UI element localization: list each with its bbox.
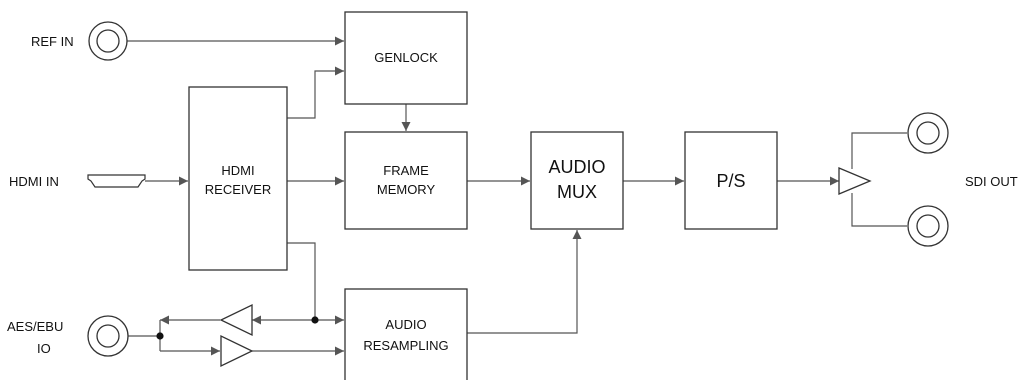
frame-memory-block: FRAME MEMORY: [344, 131, 468, 230]
audio-resampling-label-line2: RESAMPLING: [363, 338, 448, 353]
sdi-out-connector-1-icon: [907, 112, 949, 154]
aes-ebu-label-line2: IO: [37, 341, 51, 356]
connector-lines: [127, 36, 907, 356]
receiver-to-resampling-line: [287, 242, 344, 325]
ps-label: P/S: [716, 171, 745, 191]
junction-dot-aes: [156, 332, 164, 340]
hdmi-receiver-label-line2: RECEIVER: [205, 182, 271, 197]
hdmi-receiver-block: HDMI RECEIVER: [188, 86, 288, 271]
genlock-label: GENLOCK: [374, 50, 438, 65]
resampling-to-mux-line: [467, 230, 582, 334]
genlock-block: GENLOCK: [344, 11, 468, 105]
aes-ebu-label-line1: AES/EBU: [7, 319, 63, 334]
aes-input-buffer-triangle-icon: [220, 334, 254, 368]
ref-in-connector-icon: [88, 21, 128, 61]
audio-mux-label-line1: AUDIO: [548, 157, 605, 177]
audio-mux-label-line2: MUX: [557, 182, 597, 202]
ps-block: P/S: [684, 131, 778, 230]
ref-in-label: REF IN: [31, 34, 74, 49]
junction-dot-audio: [311, 316, 319, 324]
driver-to-sdi-bottom-line: [851, 193, 907, 227]
hdmi-connector-icon: [87, 174, 146, 188]
aes-ebu-connector-icon: [87, 315, 129, 357]
receiver-to-genlock-line: [287, 66, 344, 119]
driver-to-sdi-top-line: [851, 132, 907, 169]
aes-output-buffer-triangle-icon: [219, 303, 253, 337]
sdi-out-label: SDI OUT: [965, 174, 1018, 189]
hdmi-in-label: HDMI IN: [9, 174, 59, 189]
frame-memory-label-line1: FRAME: [383, 163, 429, 178]
hdmi-receiver-label-line1: HDMI: [221, 163, 254, 178]
audio-resampling-label-line1: AUDIO: [385, 317, 426, 332]
audio-resampling-block: AUDIO RESAMPLING: [344, 288, 468, 380]
sdi-driver-triangle-icon: [838, 167, 872, 195]
sdi-out-connector-2-icon: [907, 205, 949, 247]
audio-mux-block: AUDIO MUX: [530, 131, 624, 230]
frame-memory-label-line2: MEMORY: [377, 182, 436, 197]
